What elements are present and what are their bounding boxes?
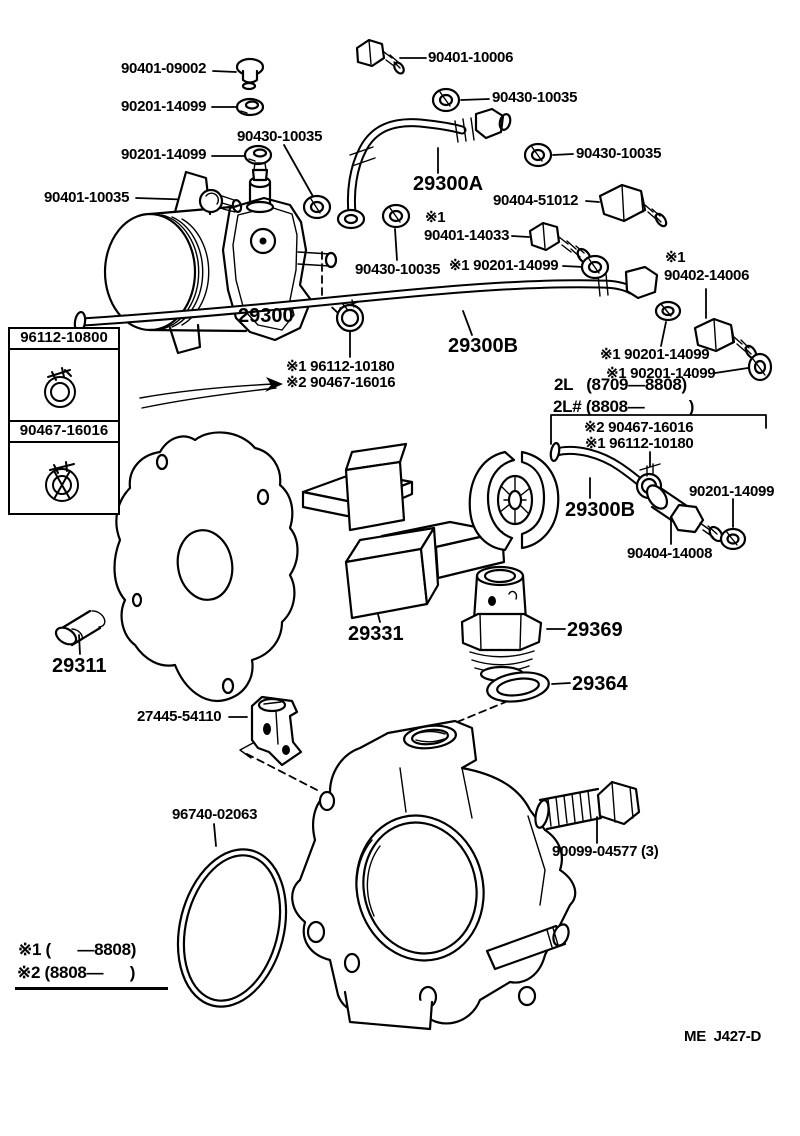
- hose-29300b-lower: [549, 442, 724, 543]
- part-label: 90430-10035: [492, 89, 578, 106]
- vane-set-29331: [301, 442, 506, 620]
- bolt-90401-10035: [198, 188, 243, 214]
- ring-90430-10035-c: [523, 142, 553, 168]
- ring-90430-10035-b: [431, 87, 461, 113]
- legend-cell: [10, 443, 118, 513]
- bolt-90099-04577: [534, 780, 641, 831]
- washer-90201-14099-f: [719, 527, 747, 551]
- washer-90201-14099-b: [243, 144, 273, 166]
- note-2: ※2 (8808— ): [17, 963, 136, 982]
- part-label: ※1 90201-14099: [600, 346, 710, 363]
- washer-90201-14099-c: [580, 254, 610, 280]
- part-label: ※1 96112-10180: [286, 358, 395, 375]
- union-90402-14006: [693, 317, 758, 360]
- clamp-legend-box: 96112-10800 90467-16016: [8, 327, 120, 515]
- notes-underline: [15, 987, 168, 990]
- o-ring-96740-02063: [176, 848, 288, 1008]
- union-90404-51012: [598, 183, 668, 228]
- washer-29364: [486, 671, 550, 703]
- part-label: ※1: [665, 249, 686, 266]
- pin-29311: [54, 609, 106, 647]
- part-label: ※1 90201-14099: [449, 257, 559, 274]
- ring-90430-10035-a: [302, 194, 332, 220]
- part-label: 29300B: [448, 335, 519, 357]
- part-label: 2L (8709—8808): [554, 375, 687, 394]
- part-label: 90099-04577 (3): [552, 843, 659, 860]
- plug-90401-09002: [235, 57, 265, 91]
- hose-29300b-upper: [73, 265, 659, 334]
- part-label: 96740-02063: [172, 806, 258, 823]
- washer-90201-14099-e: [747, 352, 773, 382]
- pump-housing: [291, 719, 577, 1031]
- part-label: ※1: [425, 209, 446, 226]
- part-label: 90201-14099: [121, 146, 207, 163]
- part-label: ※2 90467-16016: [286, 374, 396, 391]
- part-label: 27445-54110: [137, 708, 222, 725]
- vacuum-pump-29300: [103, 162, 338, 355]
- part-label: 90430-10035: [576, 145, 662, 162]
- part-label: 90401-09002: [121, 60, 207, 77]
- part-label: 29311: [52, 655, 107, 677]
- part-label: 90402-14006: [664, 267, 750, 284]
- part-label: 29300: [238, 305, 294, 327]
- part-label: ※2 90467-16016: [584, 419, 694, 436]
- part-label: 90201-14099: [121, 98, 207, 115]
- washer-90201-14099-a: [235, 97, 265, 117]
- washer-90201-14099-d: [654, 300, 682, 322]
- note-1: ※1 ( —8808): [18, 940, 137, 959]
- legend-cell: [10, 350, 118, 420]
- part-label: 2L# (8808— ): [553, 397, 695, 416]
- part-label: 90401-10035: [44, 189, 130, 206]
- hose-clamp-96112: [335, 299, 365, 333]
- rotor: [468, 450, 560, 552]
- part-label: 90201-14099: [689, 483, 775, 500]
- hose-29300a: [336, 107, 512, 230]
- part-label: 29364: [572, 673, 628, 695]
- hose-clamp-icon: [45, 461, 79, 502]
- part-label: 90401-10006: [428, 49, 514, 66]
- gasket-plate: [113, 431, 299, 703]
- ring-90430-10035-d: [381, 203, 411, 229]
- part-label: 29300A: [413, 173, 484, 195]
- housing-pipe-port: [485, 923, 570, 971]
- part-label: 90430-10035: [237, 128, 323, 145]
- fitting-29369: [460, 565, 543, 683]
- part-label: 90401-14033: [424, 227, 510, 244]
- part-label: 90404-14008: [627, 545, 713, 562]
- clamp-27445-54110: [250, 695, 303, 767]
- figure-code: ME J427-D: [684, 1028, 762, 1045]
- hose-clamp-icon: [44, 367, 76, 408]
- bolt-90401-14033: [528, 221, 592, 265]
- part-label: 90430-10035: [355, 261, 441, 278]
- part-label: 29300B: [565, 499, 636, 521]
- legend-part-number: 96112-10800: [10, 329, 118, 350]
- part-label: 29369: [567, 619, 623, 641]
- legend-part-number: 90467-16016: [10, 420, 118, 443]
- part-label: 29331: [348, 623, 404, 645]
- part-label: ※1 90201-14099: [606, 365, 716, 382]
- fitting-90404-14008: [645, 484, 724, 543]
- part-label: 90404-51012: [493, 192, 579, 209]
- part-label: ※1 96112-10180: [585, 435, 694, 452]
- bolt-90401-10006: [355, 38, 405, 75]
